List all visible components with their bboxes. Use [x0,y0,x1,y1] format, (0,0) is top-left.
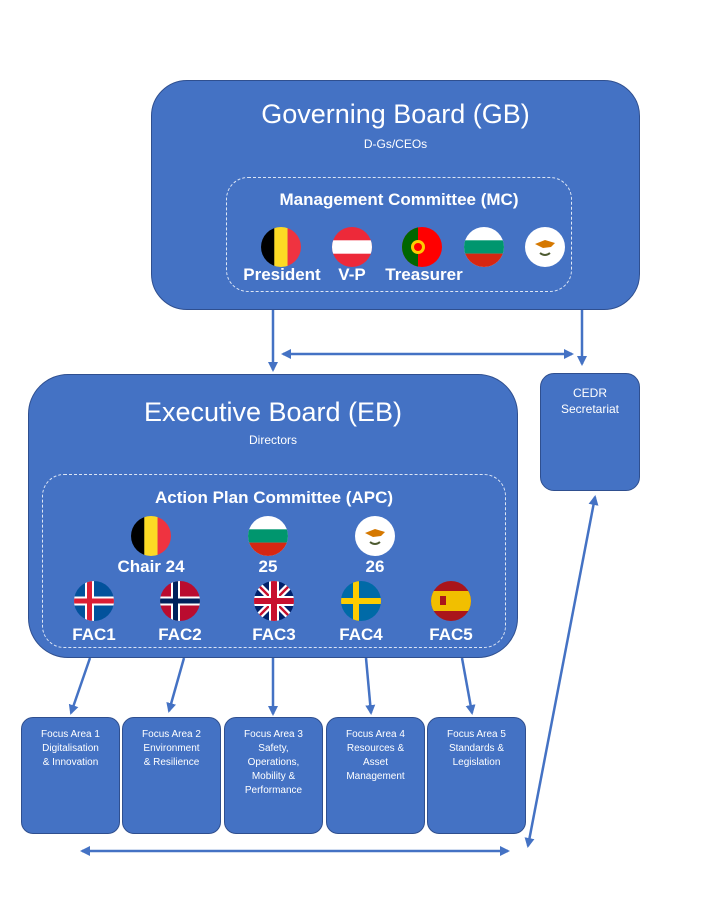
secretariat-box: CEDR Secretariat [540,373,640,491]
focus-area-1-box: Focus Area 1 Digitalisation & Innovation [21,717,120,834]
fac3-label: FAC3 [252,625,296,644]
focus-area-3-line: Focus Area 3 [244,729,303,740]
austria-flag-icon [332,227,372,267]
focus-area-3-line: Safety, [258,743,289,754]
bulgaria-flag-icon [464,227,504,267]
focus-area-5-box: Focus Area 5 Standards & Legislation [427,717,526,834]
norway-flag-icon [160,581,200,621]
apc-chair-25-label: 25 [258,557,278,576]
focus-area-4-line: Resources & [346,743,405,754]
executive-board-box: Executive Board (EB) Directors Action Pl… [28,374,518,658]
focus-area-4-line: Focus Area 4 [346,729,405,740]
fac5-arrow [460,657,476,715]
focus-area-3-line: Operations, [247,757,300,768]
fac2-arrow [166,657,186,713]
executive-board-title: Executive Board (EB) [143,397,403,427]
fac2-label: FAC2 [158,625,202,644]
mc-role-vice-president: V-P [338,265,366,284]
fac4-label: FAC4 [339,625,383,644]
focus-area-4-line: Management [346,771,405,782]
secretariat-line-1: CEDR [572,386,607,400]
apc-chair-26-label: 26 [365,557,385,576]
focus-area-2-line: Focus Area 2 [142,729,201,740]
management-committee-box: Management Committee (MC) President V-P … [226,177,572,292]
governing-board-box: Governing Board (GB) D-Gs/CEOs Managemen… [151,80,640,310]
focus-area-2-line: Environment [143,743,200,754]
uk-flag-icon [254,581,294,621]
fac4-arrow [364,657,376,715]
executive-board-subtitle: Directors [248,433,297,447]
action-plan-committee-title: Action Plan Committee (APC) [154,488,394,507]
fac1-label: FAC1 [72,625,116,644]
focus-area-4-box: Focus Area 4 Resources & Asset Managemen… [326,717,425,834]
fac1-arrow [68,657,92,715]
secretariat-focus-double-arrow [524,495,599,848]
cyprus-flag-icon [355,516,395,556]
focus-area-3-line: Performance [244,785,303,796]
focus-area-1-line: Digitalisation [42,743,99,754]
governing-board-title: Governing Board (GB) [261,99,530,129]
management-committee-title: Management Committee (MC) [279,190,519,209]
spain-flag-icon [431,581,471,621]
focus-area-2-box: Focus Area 2 Environment & Resilience [122,717,221,834]
focus-area-1-line: & Innovation [42,757,99,768]
focus-area-1-line: Focus Area 1 [41,729,100,740]
iceland-flag-icon [74,581,114,621]
action-plan-committee-box: Action Plan Committee (APC) Chair 24 25 … [42,474,506,648]
focus-area-5-line: Legislation [452,757,501,768]
secretariat-line-2: Secretariat [560,402,620,416]
fac5-label: FAC5 [429,625,473,644]
focus-area-3-line: Mobility & [251,771,296,782]
governing-board-subtitle: D-Gs/CEOs [363,137,428,151]
belgium-flag-icon [261,227,301,267]
mc-role-president: President [243,265,321,284]
focus-area-5-line: Focus Area 5 [447,729,506,740]
focus-area-2-line: & Resilience [143,757,200,768]
sweden-flag-icon [341,581,381,621]
apc-chair-label: Chair 24 [117,557,185,576]
cyprus-flag-icon [525,227,565,267]
focus-area-3-box: Focus Area 3 Safety, Operations, Mobilit… [224,717,323,834]
portugal-flag-icon [402,227,442,267]
belgium-flag-icon [131,516,171,556]
mc-role-treasurer: Treasurer [385,265,463,284]
bulgaria-flag-icon [248,516,288,556]
focus-area-4-line: Asset [362,757,388,768]
focus-area-5-line: Standards & [448,743,505,754]
